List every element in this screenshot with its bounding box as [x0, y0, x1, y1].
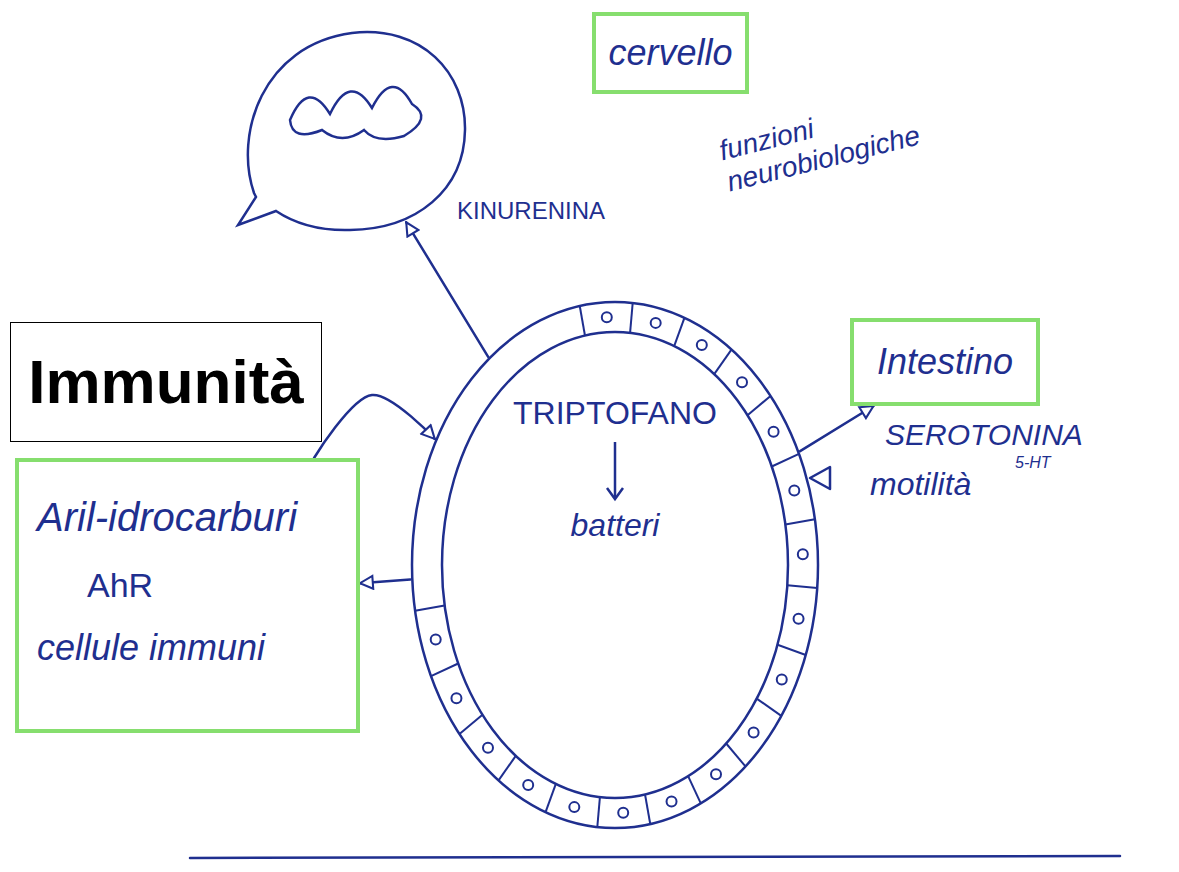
- villus-cell: [789, 485, 799, 495]
- villus-cell: [602, 312, 612, 322]
- action-arrowhead: [810, 467, 830, 489]
- connector-arrow: [800, 406, 873, 451]
- villus-cell: [798, 549, 808, 559]
- node-text: KINURENINA: [457, 197, 605, 225]
- villus-divider: [645, 794, 650, 824]
- brain-gyri: [290, 87, 421, 139]
- node-text: AhR: [87, 566, 153, 605]
- organ-tag-box: Intestino: [850, 318, 1040, 406]
- villus-divider: [630, 303, 633, 333]
- node-text: Immunità: [28, 346, 304, 417]
- conversion-arrowhead: [607, 488, 623, 499]
- brain-drawing: [232, 25, 468, 235]
- villus-cell: [451, 693, 461, 703]
- function-note: motilità: [870, 466, 971, 503]
- villus-divider: [580, 306, 585, 336]
- intestine-wall-outer: [412, 302, 818, 828]
- villus-divider: [415, 605, 445, 610]
- villus-cell: [651, 318, 661, 328]
- villus-cell: [618, 808, 628, 818]
- node-text: TRIPTOFANO: [513, 395, 717, 432]
- villus-divider: [674, 318, 684, 346]
- villus-divider: [597, 797, 600, 827]
- node-text: batteri: [571, 507, 660, 544]
- villus-divider: [714, 350, 731, 375]
- section-title-box: Immunità: [10, 322, 322, 442]
- villus-cell: [697, 340, 707, 350]
- villus-cell: [737, 377, 747, 387]
- villus-cell: [749, 728, 759, 738]
- pathway-box: Aril-idrocarburiAhR cellule immuni: [15, 458, 360, 733]
- villus-divider: [726, 743, 745, 766]
- villus-divider: [787, 585, 817, 588]
- villus-divider: [459, 715, 482, 734]
- molecule-label: SEROTONINA: [885, 418, 1083, 453]
- villus-divider: [785, 519, 815, 524]
- function-note: funzioni neurobiologiche: [716, 76, 974, 199]
- intestine-wall-inner: [442, 332, 788, 798]
- connector-arrow: [406, 222, 488, 356]
- brain-outline: KINURENINA: [232, 25, 468, 235]
- conversion-arrow: [614, 442, 617, 498]
- villus-divider: [757, 699, 782, 716]
- villus-divider: [546, 784, 556, 812]
- villus-cell: [667, 797, 677, 807]
- node-text: Intestino: [877, 341, 1013, 382]
- villus-cell: [431, 635, 441, 645]
- villus-cell: [569, 802, 579, 812]
- node-text: Aril-idrocarburi: [37, 494, 297, 540]
- intestine-section: TRIPTOFANO batteri: [410, 300, 820, 830]
- villus-divider: [499, 756, 516, 781]
- organ-tag-box: cervello: [592, 12, 749, 94]
- villus-cell: [794, 614, 804, 624]
- villus-divider: [778, 645, 806, 655]
- villus-divider: [748, 396, 771, 415]
- underline-stroke: [190, 856, 1120, 858]
- villus-cell: [769, 427, 779, 437]
- node-text: cervello: [608, 32, 732, 73]
- villus-cell: [711, 769, 721, 779]
- villus-cell: [523, 780, 533, 790]
- node-text: cellule immuni: [37, 627, 265, 668]
- villus-divider: [772, 454, 799, 467]
- villus-divider: [431, 663, 458, 676]
- connector-arrow: [360, 580, 410, 584]
- villus-divider: [688, 776, 701, 803]
- villus-cell: [777, 675, 787, 685]
- connector-arrow: [314, 395, 435, 458]
- abbreviation-label: 5-HT: [1015, 454, 1051, 472]
- brain-contour: [238, 32, 465, 230]
- villus-cell: [483, 743, 493, 753]
- intestine-drawing: [410, 300, 820, 830]
